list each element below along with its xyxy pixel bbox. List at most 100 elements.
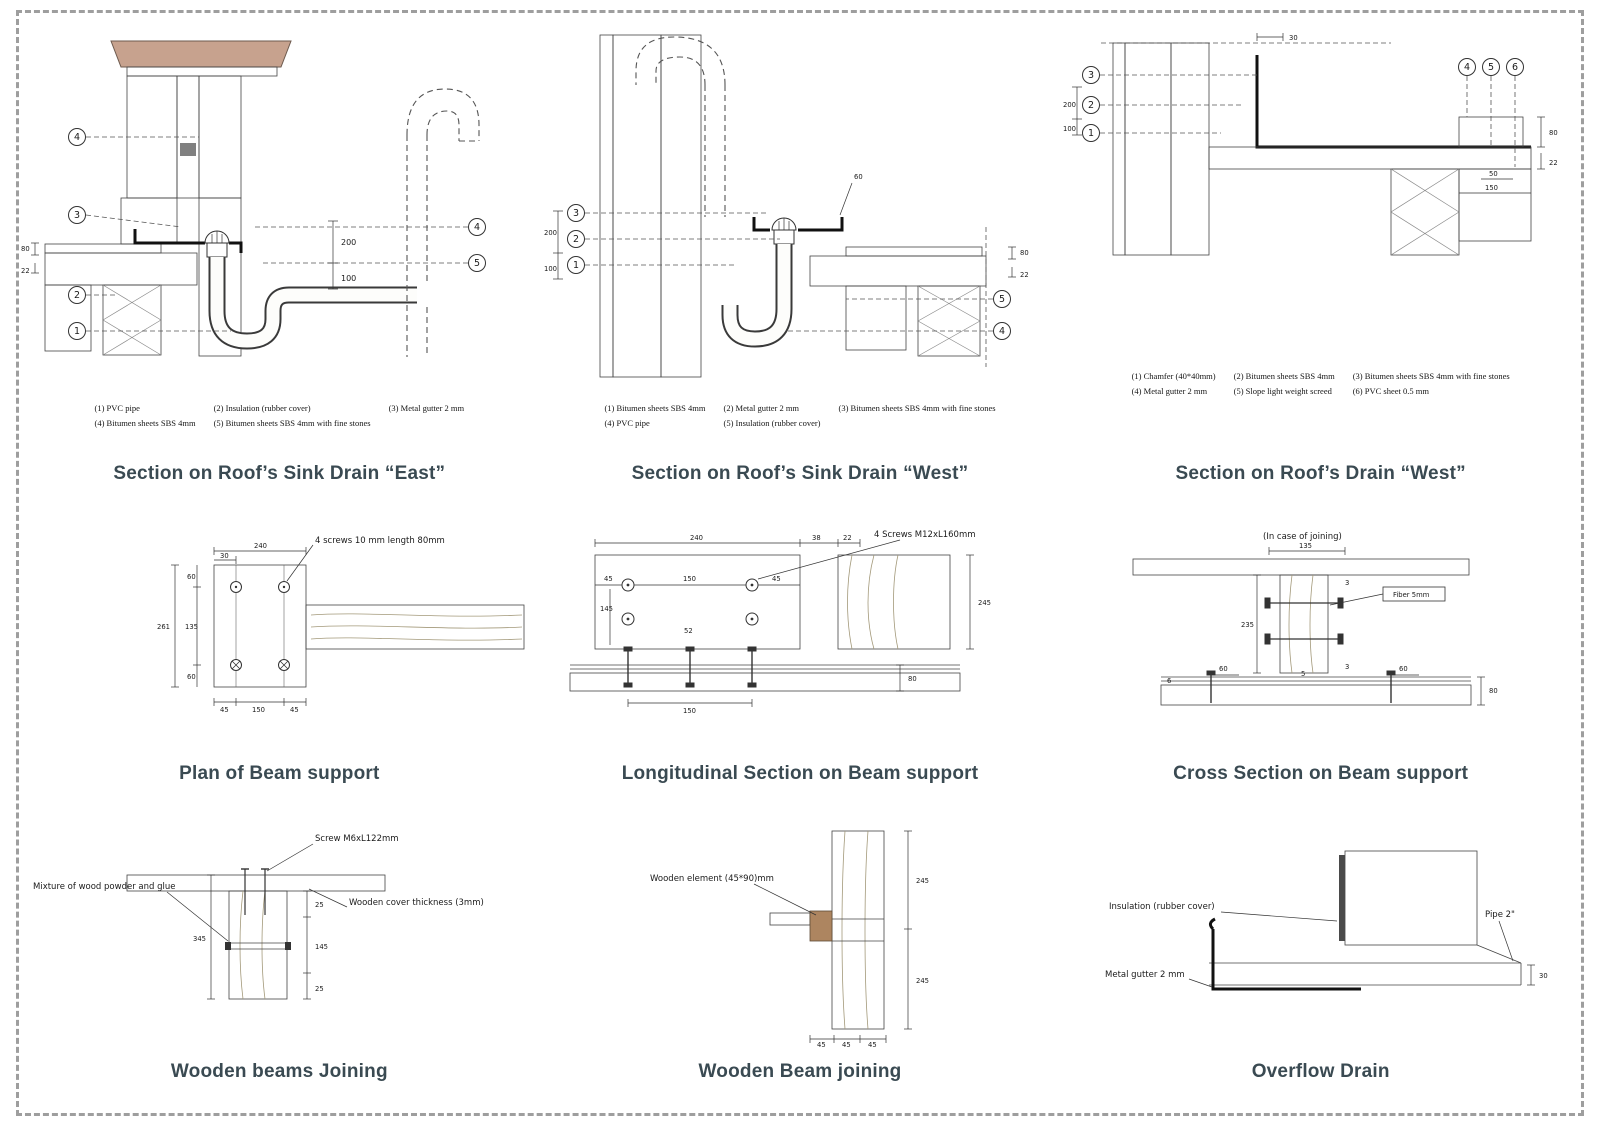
drawing-roof-drain-west: 30 3 2 1: [1063, 33, 1558, 256]
panel-title-roof-drain-west: Section on Roof’s Drain “West”: [1175, 463, 1466, 484]
dim-22: 22: [843, 534, 852, 542]
legend-item: (5) Slope light weight screed: [1233, 385, 1332, 396]
roof-slab: [44, 243, 198, 356]
callout-4-left: 4: [68, 128, 200, 146]
element-text: Wooden element (45*90)mm: [650, 874, 774, 884]
metal-gutter: [752, 217, 844, 232]
legend-item: (2) Insulation (rubber cover): [213, 403, 311, 413]
callout-6-top: 6: [1505, 58, 1524, 167]
dim-50: 50: [1489, 170, 1498, 178]
dim-80: 80: [1549, 129, 1558, 137]
screws: [621, 578, 759, 626]
callout-number: 2: [573, 234, 579, 245]
callout-number: 3: [573, 208, 579, 219]
screw-note: 4 Screws M12xL160mm: [757, 530, 976, 580]
dimension-heights: 200 100: [544, 210, 563, 280]
dim-200: 200: [544, 229, 557, 237]
base-plate: [594, 554, 801, 650]
dim-30: 30: [1539, 972, 1548, 980]
dim-25-bottom: 25: [315, 985, 324, 993]
callout-number: 4: [474, 222, 480, 233]
panel-roof-drain-west: 30 3 2 1: [1060, 13, 1581, 495]
dim-235: 235: [1241, 621, 1254, 629]
drawing-sink-drain-east: 4 3 2 1 4 5: [21, 40, 487, 357]
fiber-text: Fiber 5mm: [1393, 591, 1430, 599]
legend-item: (3) Metal gutter 2 mm: [388, 403, 465, 413]
panel-title-sink-drain-west: Section on Roof’s Sink Drain “West”: [631, 463, 969, 484]
dim-45-left: 45: [604, 575, 613, 583]
callout-number: 5: [999, 294, 1005, 305]
anchors: [1206, 670, 1396, 703]
dim-6: 6: [1167, 677, 1171, 685]
callout-3-left: 3: [1081, 66, 1257, 84]
callout-2-left: 2: [1081, 96, 1241, 114]
screws: [230, 565, 291, 687]
dimension-seat: 50 150: [1458, 170, 1531, 194]
dim-145: 145: [315, 943, 328, 951]
drain-dome: [771, 217, 797, 245]
panel-wooden-beam-joining: Wooden element (45*90)mm 245 245 45 45 4…: [540, 795, 1061, 1113]
callout-number: 3: [74, 210, 80, 221]
dimension-heights: 200 100: [1063, 86, 1082, 136]
callout-5-right: 5: [263, 254, 487, 272]
dims-top: 240 30: [213, 542, 307, 564]
dim-60: 60: [854, 173, 863, 181]
coping-stone: [110, 40, 293, 68]
dim-45-right: 45: [772, 575, 781, 583]
callout-number: 1: [74, 326, 80, 337]
legend-roof-drain-west: (1) Chamfer (40*40mm) (2) Bitumen sheets…: [1132, 371, 1510, 396]
panel-title-wooden-beams-joining: Wooden beams Joining: [170, 1061, 388, 1082]
legend-item: (6) PVC sheet 0.5 mm: [1352, 385, 1429, 396]
insulation-strip: [1338, 855, 1345, 941]
sheet-border: 4 3 2 1 4 5: [16, 10, 1584, 1116]
wall-section: [599, 34, 702, 378]
dim-145: 145: [600, 605, 613, 613]
dim-240: 240: [254, 542, 267, 550]
callout-1-left: 1: [68, 322, 232, 340]
panel-title-longitudinal-beam-support: Longitudinal Section on Beam support: [621, 763, 979, 784]
legend-sink-drain-west: (1) Bitumen sheets SBS 4mm (2) Metal gut…: [604, 403, 995, 428]
p-trap-pipe: [721, 244, 793, 348]
dim-22: 22: [21, 267, 30, 275]
post: [1279, 574, 1329, 674]
dim-overall: 345: [193, 874, 216, 1000]
dim-beam-width: 135: [1268, 542, 1346, 555]
dim-135: 135: [1299, 542, 1312, 550]
callout-2-left: 2: [567, 230, 780, 248]
callout-number: 1: [573, 260, 579, 271]
dim-60-bottom: 60: [187, 673, 196, 681]
metal-gutter: [1208, 917, 1361, 991]
vent-pipe-dashed: [635, 36, 726, 217]
wooden-element: [809, 910, 833, 942]
overflow-pipe: [1208, 944, 1522, 986]
legend-item: (3) Bitumen sheets SBS 4mm with fine sto…: [838, 403, 996, 413]
mortar-layer: [126, 66, 278, 77]
callout-5-top: 5: [1481, 58, 1500, 145]
drawing-grid: 4 3 2 1 4 5: [19, 13, 1581, 1113]
insulation-note: Insulation (rubber cover): [1109, 902, 1337, 922]
beam: [1132, 558, 1470, 576]
screws: [241, 868, 270, 915]
dims-plate: 45 150 45 145 52: [595, 575, 800, 645]
dim-150: 150: [252, 706, 265, 714]
drain-dome: [204, 230, 230, 258]
dim-80: 80: [1489, 687, 1498, 695]
beam-section: [837, 554, 951, 650]
dim-drop: 30: [1526, 964, 1548, 986]
note-text: 4 screws 10 mm length 80mm: [315, 536, 445, 546]
dim-200: 200: [1063, 101, 1076, 109]
callout-number: 4: [74, 132, 80, 143]
drawing-wooden-beams-joining: Screw M6xL122mm Mixture of wood powder a…: [33, 834, 484, 1000]
panel-plan-beam-support: 4 screws 10 mm length 80mm 240 30 261 60…: [19, 495, 540, 795]
dim-245: 245: [978, 599, 991, 607]
callout-3-left: 3: [68, 206, 182, 228]
dim-30: 30: [220, 552, 229, 560]
cover-text: Wooden cover thickness (3mm): [349, 898, 484, 908]
callout-number: 5: [474, 258, 480, 269]
callout-number: 2: [74, 290, 80, 301]
panel-sink-drain-east: 4 3 2 1 4 5: [19, 13, 540, 495]
dim-80: 80: [908, 675, 917, 683]
cover-bar: [769, 912, 811, 926]
dim-22: 22: [1549, 159, 1558, 167]
insulation-text: Insulation (rubber cover): [1109, 902, 1215, 912]
